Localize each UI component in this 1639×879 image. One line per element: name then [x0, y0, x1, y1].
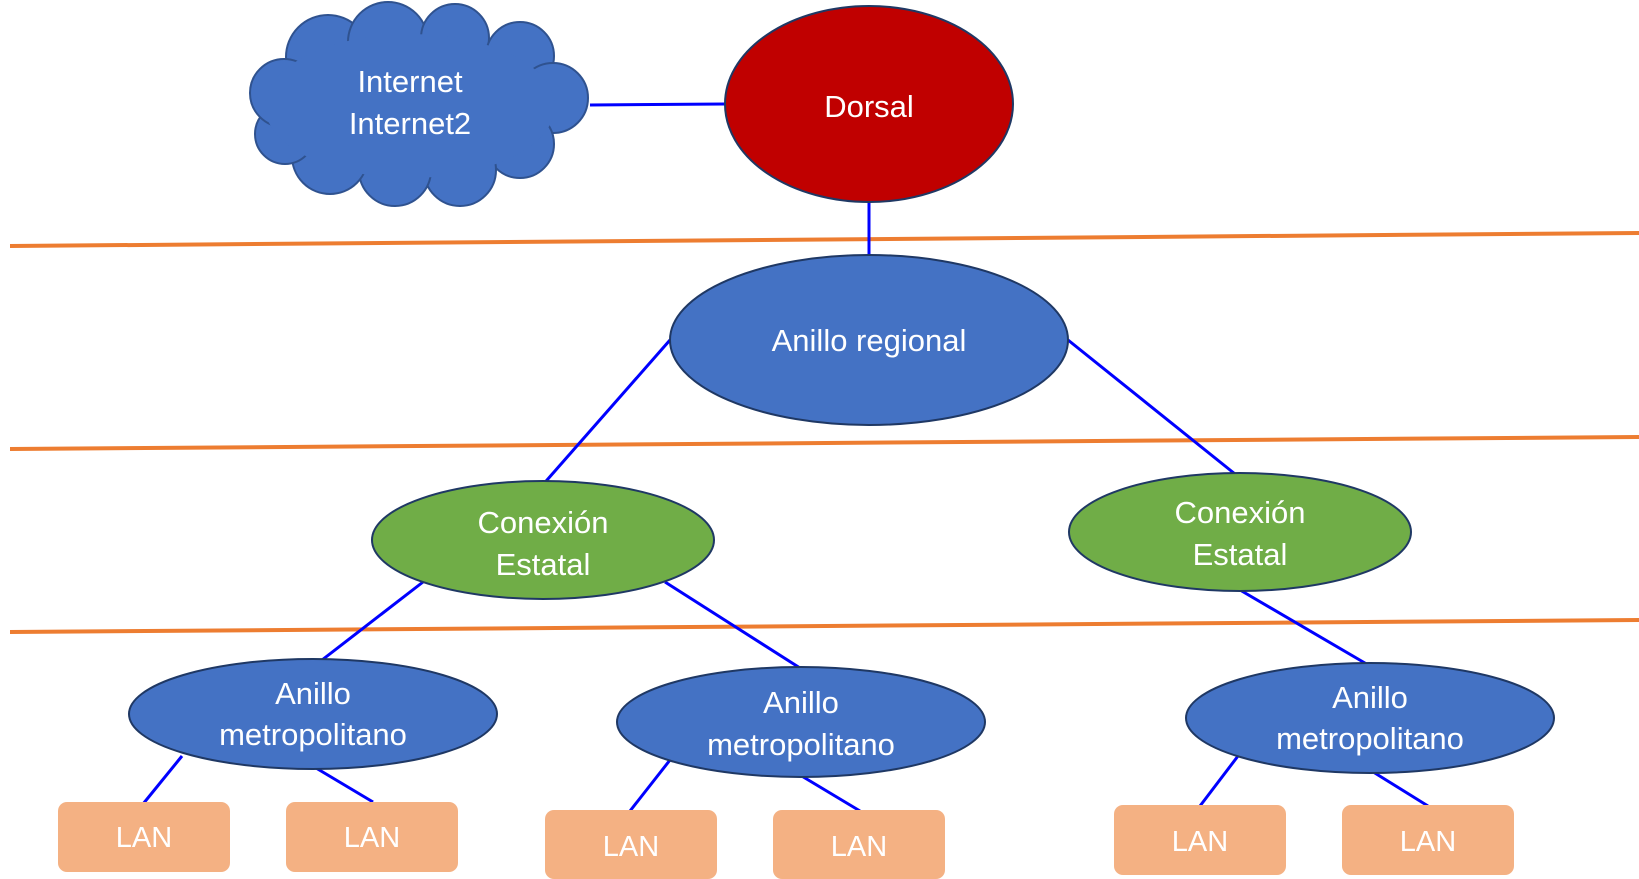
- backbone-node: Dorsal: [724, 5, 1014, 203]
- metro-ring-label-line2: metropolitano: [1276, 721, 1464, 756]
- lan-box: [58, 802, 230, 872]
- link-metro-2-lan-4: [799, 773, 861, 813]
- metro-ring-ellipse: [128, 658, 498, 770]
- connector-links: [141, 102, 1429, 813]
- lan-label: LAN: [1400, 826, 1456, 858]
- state-connection-ellipse: [1068, 472, 1412, 592]
- tier-divider-1: [9, 231, 1639, 248]
- lan-box: [1114, 805, 1286, 875]
- lan-box: [1342, 805, 1514, 875]
- lan-label: LAN: [116, 822, 172, 854]
- regional-ring-node: Anillo regional: [669, 254, 1069, 426]
- state-connection-right: Conexión Estatal: [1068, 472, 1412, 592]
- lan-label: LAN: [603, 831, 659, 863]
- regional-ring-ellipse: [669, 254, 1069, 426]
- state-connection-label-line2: Estatal: [1193, 537, 1288, 572]
- metro-ring-1: Anillo metropolitano: [128, 658, 498, 770]
- regional-ring-label: Anillo regional: [772, 323, 967, 358]
- metro-ring-label-line1: Anillo: [1332, 680, 1408, 715]
- state-connection-ellipse: [371, 480, 715, 600]
- metro-ring-label-line1: Anillo: [763, 685, 839, 720]
- lan-node-6: LAN: [1342, 805, 1514, 875]
- lan-node-4: LAN: [773, 810, 945, 879]
- state-connection-left: Conexión Estatal: [371, 480, 715, 600]
- lan-node-3: LAN: [545, 810, 717, 879]
- tier-dividers: [9, 231, 1639, 634]
- metro-ring-label-line2: metropolitano: [707, 727, 895, 762]
- link-metro-1-lan-1: [141, 755, 184, 805]
- link-cloud-backbone: [589, 102, 726, 107]
- tier-divider-2: [9, 435, 1639, 451]
- lan-label: LAN: [1172, 826, 1228, 858]
- lan-box: [545, 810, 717, 879]
- metro-ring-ellipse: [1185, 662, 1555, 774]
- link-regional-state-left: [538, 339, 672, 489]
- tier-divider-3: [9, 618, 1639, 634]
- link-metro-3-lan-6: [1369, 768, 1429, 808]
- link-metro-1-lan-2: [315, 766, 374, 804]
- link-metro-3-lan-5: [1198, 755, 1240, 807]
- cloud-label-line2: Internet2: [349, 106, 471, 141]
- internet-cloud: Internet Internet2: [249, 1, 589, 207]
- lan-label: LAN: [831, 831, 887, 863]
- link-state-right-metro-3: [1239, 588, 1371, 668]
- metro-ring-label-line1: Anillo: [275, 676, 351, 711]
- lan-box: [773, 810, 945, 879]
- link-regional-state-right: [1067, 338, 1241, 480]
- state-connection-label-line1: Conexión: [478, 505, 609, 540]
- lan-node-5: LAN: [1114, 805, 1286, 875]
- backbone-ellipse: [724, 5, 1014, 203]
- backbone-label: Dorsal: [824, 89, 914, 124]
- cloud-label-line1: Internet: [357, 64, 463, 99]
- lan-label: LAN: [344, 822, 400, 854]
- metro-ring-3: Anillo metropolitano: [1185, 662, 1555, 774]
- link-state-left-metro-2: [664, 580, 801, 670]
- metro-ring-label-line2: metropolitano: [219, 717, 407, 752]
- lan-node-1: LAN: [58, 802, 230, 872]
- state-connection-label-line1: Conexión: [1175, 495, 1306, 530]
- lan-node-2: LAN: [286, 802, 458, 872]
- link-metro-2-lan-3: [628, 759, 672, 812]
- cloud-shape: [249, 1, 589, 207]
- lan-box: [286, 802, 458, 872]
- metro-ring-2: Anillo metropolitano: [616, 666, 986, 778]
- state-connection-label-line2: Estatal: [496, 547, 591, 582]
- metro-ring-ellipse: [616, 666, 986, 778]
